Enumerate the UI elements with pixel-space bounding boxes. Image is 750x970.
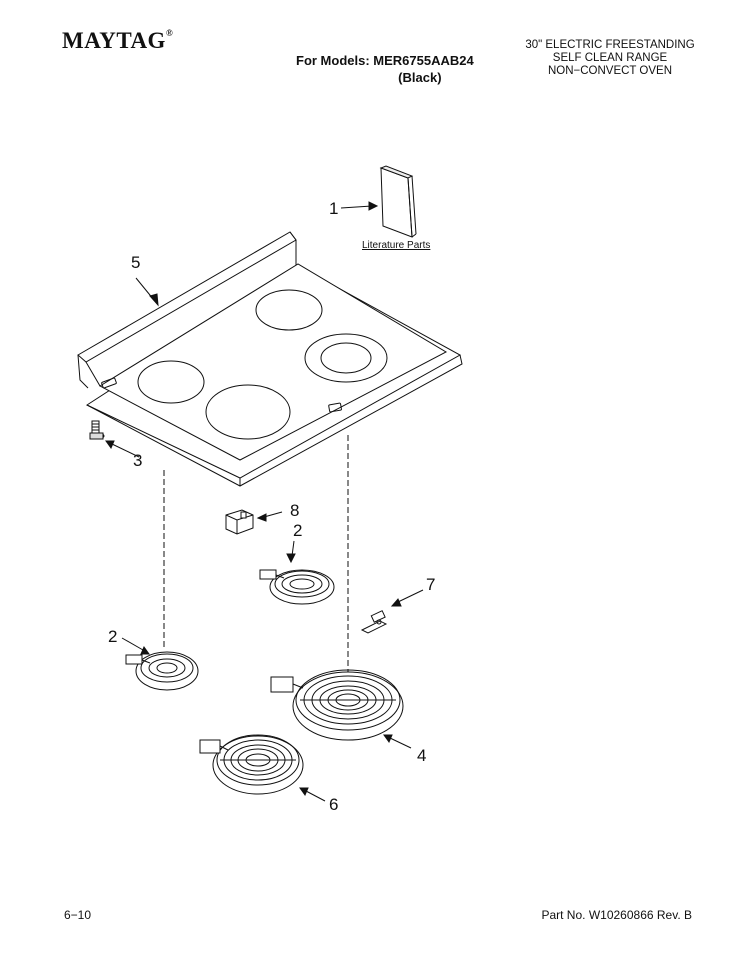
leader-line-3: [111, 443, 140, 458]
product-line-2: SELF CLEAN RANGE: [552, 52, 668, 64]
arrow-head-7: [390, 598, 402, 607]
model-number: For Models: MER6755AAB24: [296, 53, 474, 68]
small-element-lower: [125, 651, 199, 691]
burner-outline-right-inner: [320, 342, 372, 374]
callout-2-upper: 2: [293, 521, 303, 540]
leader-line-4: [389, 737, 412, 749]
element-clip: [225, 509, 254, 535]
arrow-head-4: [383, 734, 393, 744]
cooktop-glass: [77, 231, 463, 487]
literature-parts-label: Literature Parts: [362, 240, 431, 251]
product-line-1: 30" ELECTRIC FREESTANDING: [525, 39, 695, 51]
arrow-head-8: [256, 513, 267, 522]
literature-booklet: [379, 165, 417, 238]
leader-line-7: [397, 589, 424, 603]
burner-outline-front-center: [205, 384, 291, 440]
arrow-head-5: [149, 293, 159, 307]
callout-4: 4: [417, 746, 427, 765]
model-color: (Black): [398, 70, 442, 85]
callout-3: 3: [133, 451, 143, 470]
callout-6: 6: [329, 795, 339, 814]
arrow-head-1: [368, 201, 379, 211]
callout-1: 1: [329, 199, 339, 218]
arrow-head-2a: [286, 553, 296, 564]
callout-8: 8: [290, 501, 300, 520]
small-element-upper: [259, 569, 335, 605]
leader-line-8: [263, 511, 283, 518]
arrow-head-2b: [140, 645, 150, 655]
single-element-large: [199, 734, 304, 795]
terminal-bracket: [360, 610, 388, 634]
arrow-head-6: [299, 787, 309, 797]
callout-2-lower: 2: [108, 627, 118, 646]
document-part-number: Part No. W10260866 Rev. B: [541, 908, 692, 922]
dual-element-large: [270, 669, 404, 741]
product-description: 30" ELECTRIC FREESTANDING SELF CLEAN RAN…: [505, 39, 715, 78]
product-line-3: NON−CONVECT OVEN: [547, 65, 673, 77]
arrow-head-3: [105, 440, 115, 450]
brand-logo: MAYTAG®: [62, 28, 174, 53]
burner-outline-front-left: [137, 360, 205, 404]
leader-line-2b: [121, 637, 144, 651]
leader-line-1: [340, 205, 373, 209]
page-number: 6−10: [64, 908, 92, 922]
model-heading: For Models: MER6755AAB24 (Black): [296, 52, 474, 86]
burner-outline-rear-left: [255, 289, 323, 331]
mounting-screw: [89, 420, 105, 440]
leader-line-6: [305, 790, 326, 802]
callout-7: 7: [426, 575, 436, 594]
burner-outline-right-outer: [304, 333, 388, 383]
callout-5: 5: [131, 253, 141, 272]
